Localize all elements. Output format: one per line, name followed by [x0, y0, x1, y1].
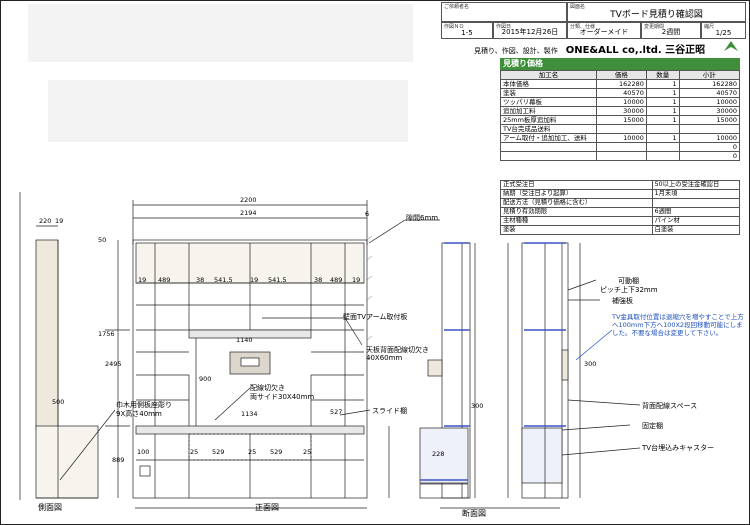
callout-top-cut-size: 40X60mm — [366, 354, 403, 362]
order-info-row: 塗装白塗装 — [500, 225, 741, 235]
drawing-title: TVボード見積り確認図 — [610, 10, 703, 20]
dim-w-529b: 529 — [270, 448, 283, 456]
dim-w-100: 100 — [137, 448, 150, 456]
callout-caster: TV台埋込みキャスター — [642, 444, 715, 452]
callout-wall-arm: 壁面TVアーム取付板 — [343, 313, 408, 321]
period-label: 変更期間 — [644, 24, 665, 30]
estimate-title: 見積り価格 — [500, 58, 740, 70]
dim-gap-6: 6 — [365, 210, 370, 218]
callout-side-cut: 巾木用側板座彫り — [116, 401, 172, 409]
dim-s-19a: 19 — [138, 276, 147, 284]
scale-value: 1/25 — [715, 29, 732, 37]
dim-h-1756: 1756 — [98, 330, 115, 338]
drawing-label: 図面名 — [570, 4, 586, 10]
dim-w-1134: 1134 — [241, 410, 258, 418]
estimate-item — [500, 151, 597, 161]
company-name: ONE&ALL co,.ltd. 三谷正昭 — [565, 45, 706, 56]
scale-cell: 縮尺 1/25 — [701, 22, 746, 39]
dim-side-19: 19 — [55, 217, 64, 225]
scale-label: 縮尺 — [704, 24, 715, 30]
dim-w-500: 500 — [52, 398, 65, 406]
company-logo-icon — [724, 41, 738, 51]
sheet-no: 1-5 — [461, 29, 473, 37]
company-line: 見積り、作図、設計、製作 ONE&ALL co,.ltd. 三谷正昭 — [474, 41, 705, 56]
estimate-subtotal: 0 — [678, 151, 741, 161]
type-value: オーダーメイド — [579, 28, 629, 36]
blurred-area-middle — [48, 80, 408, 142]
callout-slide-shelf: スライド棚 — [372, 407, 407, 415]
date-label: 作図日 — [496, 24, 512, 30]
dim-s-5415a: 541.5 — [214, 276, 233, 284]
dim-s-5415b: 541.5 — [268, 276, 287, 284]
dim-w-300b: 300 — [584, 360, 597, 368]
dim-w-25b: 25 — [248, 448, 257, 456]
view-label-side: 側面図 — [38, 503, 62, 512]
customer-cell: ご依頼者名 — [441, 2, 567, 22]
dim-h-889: 889 — [112, 456, 125, 464]
estimate-price — [595, 151, 647, 161]
dim-s-489b: 489 — [330, 276, 343, 284]
type-cell: 分類、仕様 オーダーメイド — [567, 22, 641, 39]
tv-mount-note: TV金具取付位置は退縮穴を増やすことで上方へ100mm下方へ100X2段回移動可… — [612, 313, 744, 337]
customer-label: ご依頼者名 — [444, 4, 470, 10]
type-label: 分類、仕様 — [570, 24, 596, 30]
estimate-row: 0 — [500, 151, 741, 161]
drawing-title-cell: 図面名 TVボード見積り確認図 — [567, 2, 746, 22]
date-cell: 作図日 2015年12月26日 — [493, 22, 567, 39]
callout-movable-shelf: 可動棚 — [618, 277, 639, 285]
dim-w-527: 527 — [330, 408, 343, 416]
dim-h-900: 900 — [199, 375, 212, 383]
callout-gap: 隙間6mm — [406, 214, 439, 222]
callout-reinforce: 補強板 — [612, 297, 633, 305]
callout-side-cut-size: 9X高さ40mm — [116, 410, 162, 418]
period-value: 2週間 — [661, 28, 681, 36]
blurred-area-top — [28, 4, 413, 62]
callout-top-cut: 天板背面配線切欠き — [366, 346, 429, 354]
dim-s-19c: 19 — [352, 276, 361, 284]
dim-s-489a: 489 — [158, 276, 171, 284]
dim-w-228: 228 — [432, 450, 445, 458]
callout-movable-pitch: ピッチ上下32mm — [600, 286, 658, 294]
dim-inner-width: 2194 — [240, 209, 257, 217]
dim-w-25a: 25 — [190, 448, 199, 456]
company-services: 見積り、作図、設計、製作 — [474, 47, 558, 55]
order-info-value: 白塗装 — [651, 225, 741, 235]
sheet-no-cell: 作図ＮＯ 1-5 — [441, 22, 493, 39]
dim-w-25c: 25 — [303, 448, 312, 456]
callout-fixed-shelf: 固定棚 — [642, 422, 663, 430]
dim-w-1140: 1140 — [236, 336, 253, 344]
dim-h-50: 50 — [98, 236, 107, 244]
dim-total-width: 2200 — [240, 196, 257, 204]
dim-h-2495: 2495 — [105, 360, 122, 368]
callout-wire-cut-size: 両サイド30X40mm — [250, 393, 315, 401]
dim-side-depth: 220 — [39, 217, 52, 225]
dim-w-300a: 300 — [471, 402, 484, 410]
dim-s-38a: 38 — [196, 276, 205, 284]
date-value: 2015年12月26日 — [501, 28, 559, 36]
view-label-front: 正面図 — [255, 503, 279, 512]
sheet-no-label: 作図ＮＯ — [444, 24, 465, 30]
dim-w-529a: 529 — [212, 448, 225, 456]
period-cell: 変更期間 2週間 — [641, 22, 701, 39]
dim-s-19b: 19 — [250, 276, 259, 284]
callout-back-space: 背面配線スペース — [642, 402, 698, 410]
callout-wire-cut: 配線切欠き — [250, 384, 285, 392]
view-label-section: 断面図 — [462, 509, 486, 518]
dim-s-38b: 38 — [314, 276, 323, 284]
title-block: ご依頼者名 図面名 TVボード見積り確認図 作図ＮＯ 1-5 作図日 2015年… — [441, 2, 746, 39]
